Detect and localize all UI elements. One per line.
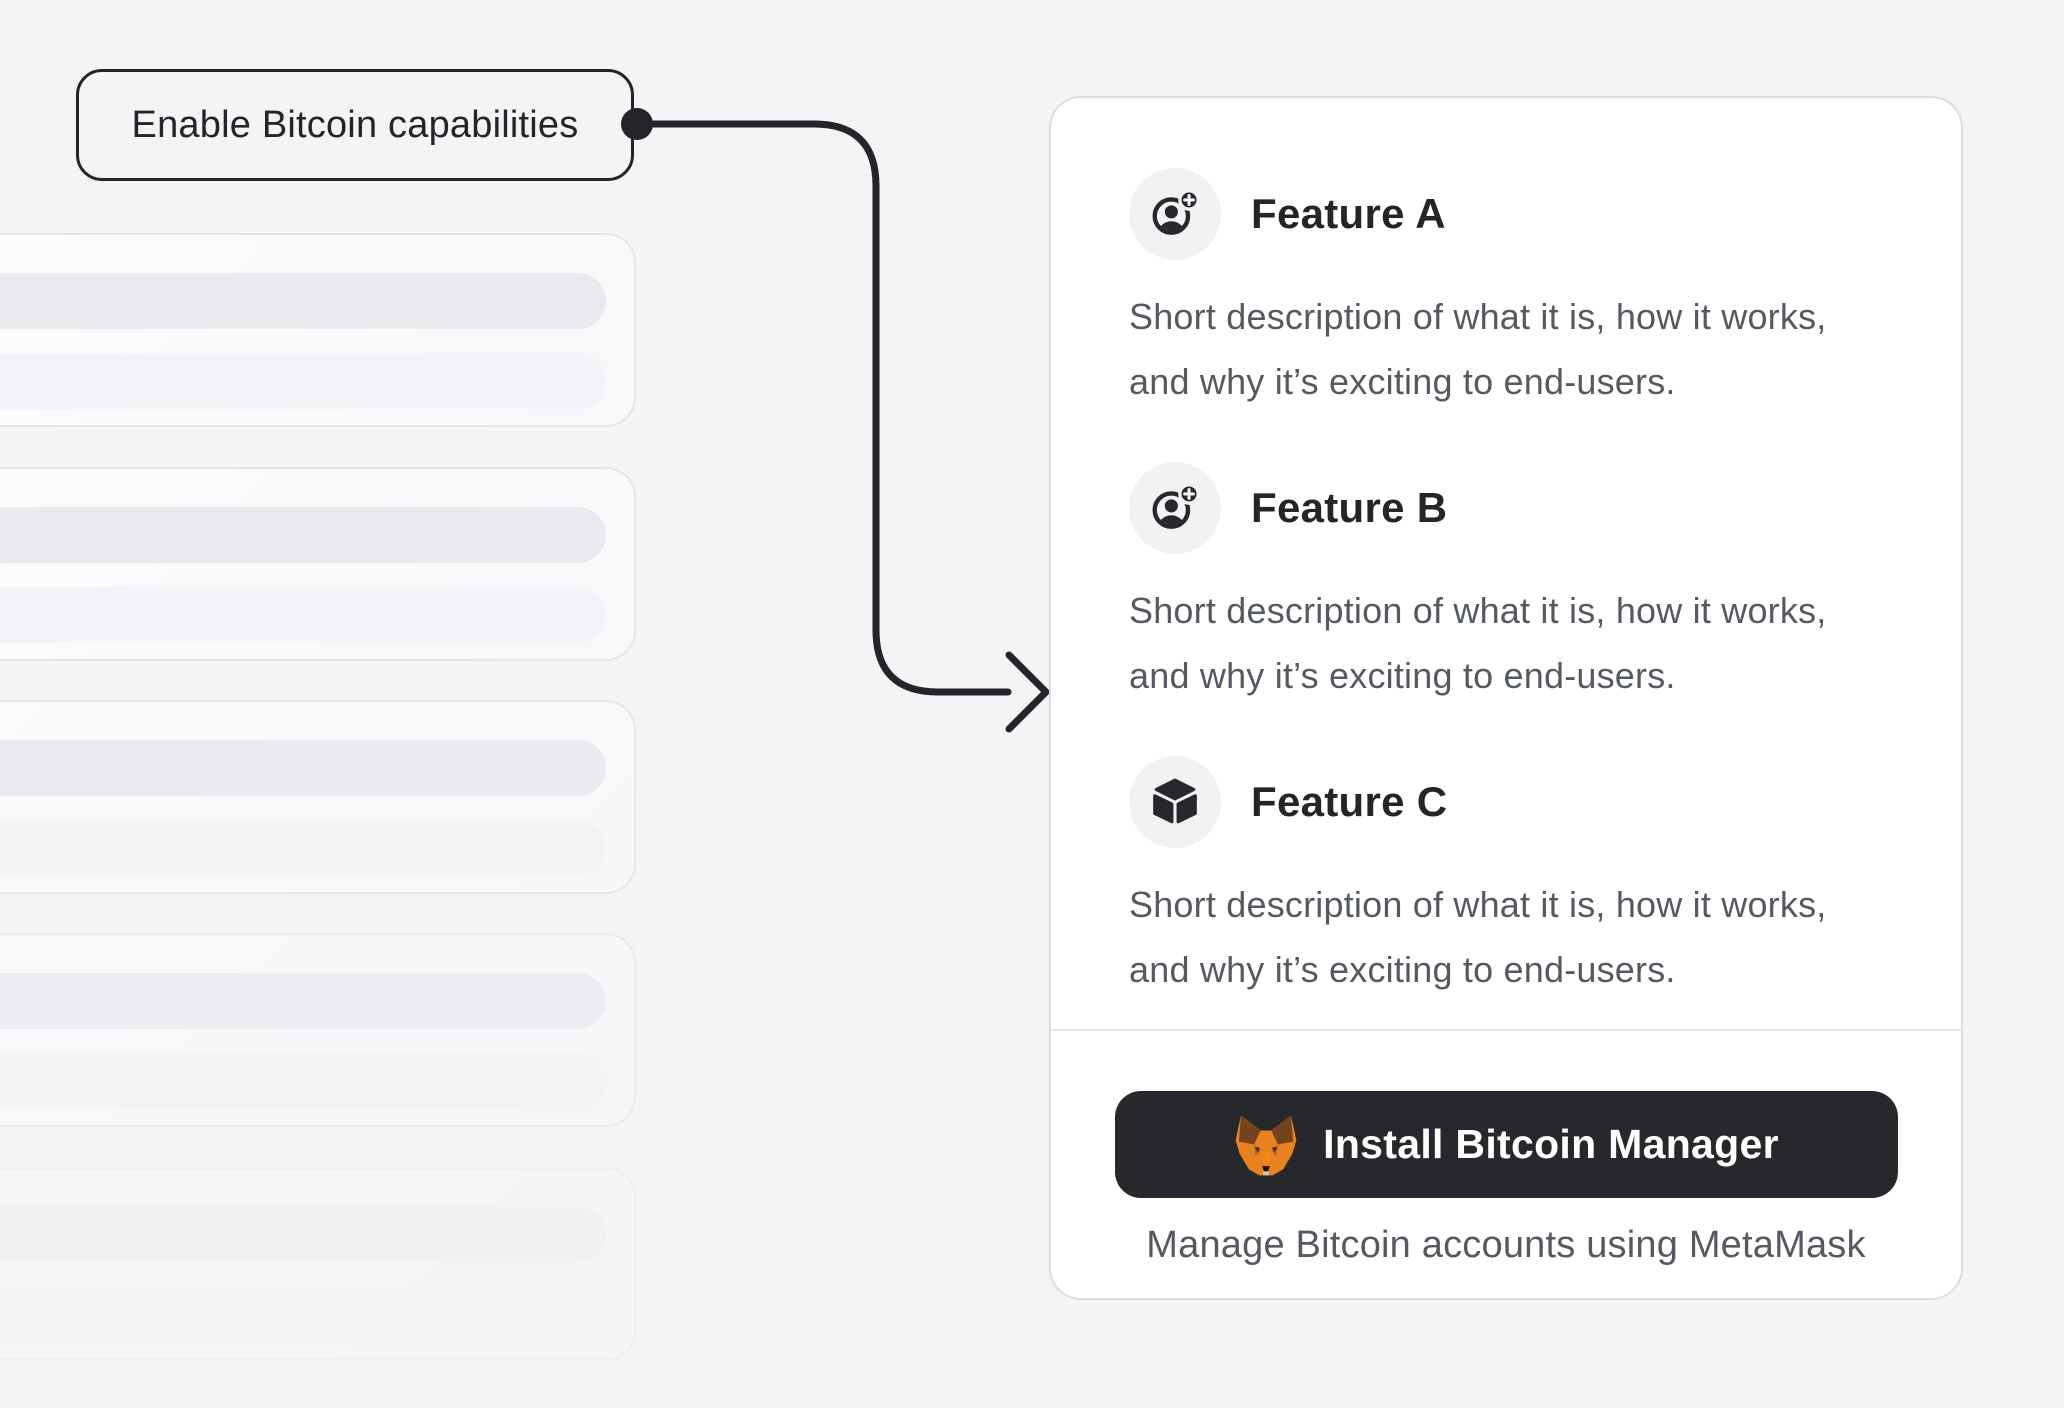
skeleton-bar — [0, 973, 606, 1029]
skeleton-card — [0, 467, 636, 661]
skeleton-bar — [0, 1053, 606, 1109]
feature-row-a: Feature A — [1129, 168, 1895, 260]
feature-icon-circle — [1129, 462, 1221, 554]
card-footer: Install Bitcoin Manager Manage Bitcoin a… — [1051, 1029, 1961, 1298]
feature-description: Short description of what it is, how it … — [1129, 884, 1827, 990]
skeleton-bar — [0, 1207, 606, 1263]
skeleton-card — [0, 1167, 636, 1361]
skeleton-bar — [0, 1287, 606, 1343]
skeleton-bar — [0, 740, 606, 796]
feature-row-c: Feature C — [1129, 756, 1895, 848]
feature-icon-circle — [1129, 756, 1221, 848]
feature-title: Feature C — [1251, 778, 1448, 825]
skeleton-card — [0, 233, 636, 427]
skeleton-bar — [0, 353, 606, 409]
user-add-icon — [1152, 483, 1200, 529]
features-card: Feature A Short description of what it i… — [1049, 96, 1963, 1300]
feature-icon-circle — [1129, 168, 1221, 260]
callout-label: Enable Bitcoin capabilities — [76, 69, 634, 181]
install-bitcoin-manager-button[interactable]: Install Bitcoin Manager — [1114, 1091, 1898, 1198]
user-add-icon — [1152, 189, 1200, 235]
skeleton-bar — [0, 273, 606, 329]
install-caption: Manage Bitcoin accounts using MetaMask — [1146, 1224, 1866, 1266]
cube-icon — [1153, 778, 1197, 824]
feature-title: Feature B — [1251, 484, 1448, 531]
skeleton-bar — [0, 820, 606, 876]
feature-description: Short description of what it is, how it … — [1129, 590, 1827, 696]
skeleton-card — [0, 933, 636, 1127]
feature-row-b: Feature B — [1129, 462, 1895, 554]
skeleton-bar — [0, 507, 606, 563]
arrow-path — [649, 120, 1050, 733]
features-card-body: Feature A Short description of what it i… — [1051, 98, 1961, 1002]
feature-title: Feature A — [1251, 190, 1446, 237]
skeleton-bar — [0, 587, 606, 643]
feature-description: Short description of what it is, how it … — [1129, 296, 1827, 402]
metamask-fox-icon — [1235, 1114, 1297, 1175]
install-button-label: Install Bitcoin Manager — [1323, 1121, 1779, 1167]
skeleton-card — [0, 700, 636, 894]
